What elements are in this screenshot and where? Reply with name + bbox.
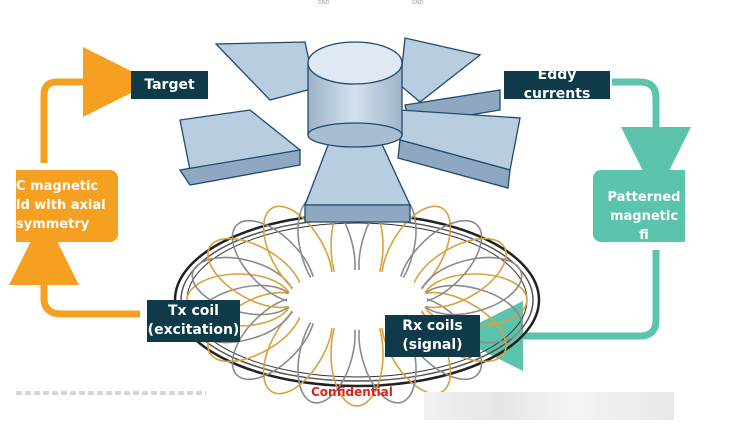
target-rotor bbox=[178, 37, 521, 223]
coil-ring bbox=[173, 193, 541, 407]
eddy-currents-label: Eddy currents bbox=[504, 67, 610, 102]
tx-coil-label: Tx coil (excitation) bbox=[147, 300, 240, 342]
arrow-right-down bbox=[612, 78, 691, 197]
target-label: Target bbox=[131, 71, 208, 99]
svg-text:GND: GND bbox=[412, 0, 424, 6]
arrow-left-down bbox=[9, 215, 140, 318]
blurred-watermark bbox=[424, 392, 674, 420]
rx-coils-label: Rx coils (signal) bbox=[385, 315, 480, 357]
arrow-left-up bbox=[40, 47, 153, 163]
confidential-label: Confidential bbox=[311, 385, 393, 399]
faint-text-line bbox=[16, 391, 206, 395]
svg-text:GND: GND bbox=[318, 0, 330, 6]
arrow-right-back bbox=[453, 250, 660, 371]
patterned-magnetic-field-box: Patterned magnetic fi bbox=[593, 170, 685, 242]
dc-magnetic-field-box: C magnetic ld with axial symmetry bbox=[16, 170, 118, 242]
